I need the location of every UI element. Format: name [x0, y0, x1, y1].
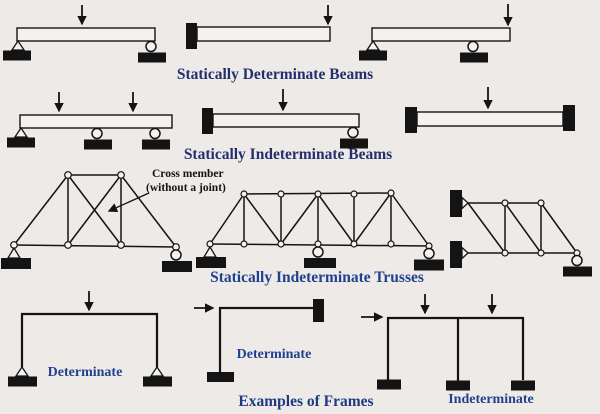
roller-support-icon — [460, 40, 488, 63]
fixed-support-icon — [377, 379, 401, 390]
cross-member-annotation: Cross member (without a joint) — [107, 168, 226, 213]
determinate-beams-title: Statically Determinate Beams — [177, 66, 373, 83]
two-bay-frame-fixed: Indeterminate — [361, 294, 535, 407]
roller-support-icon — [304, 246, 336, 268]
truss-with-cross-member — [1, 171, 192, 272]
pin-support-icon — [3, 39, 31, 61]
wall-mounted-truss — [450, 190, 592, 277]
indeterminate-beams-title: Statically Indeterminate Beams — [184, 146, 392, 163]
pin-support-icon — [359, 39, 387, 61]
fixed-support-icon — [186, 23, 197, 49]
roller-support-icon — [84, 127, 112, 150]
wall-pin-support-icon — [450, 241, 469, 268]
multi-span-truss — [196, 189, 444, 271]
frame-members — [386, 316, 525, 380]
indeterminate-trusses-title: Statically Indeterminate Trusses — [210, 269, 424, 286]
annotation-line2: (without a joint) — [146, 182, 226, 194]
fixed-support-icon — [511, 380, 535, 391]
propped-cantilever-beam — [202, 89, 368, 149]
pin-support-icon — [196, 245, 226, 268]
simply-supported-beam — [3, 5, 166, 63]
frame-right-label: Indeterminate — [448, 392, 534, 407]
fixed-support-icon — [207, 372, 234, 382]
portal-frame-pinned: Determinate — [8, 291, 172, 387]
roller-support-icon — [142, 127, 170, 150]
frame-middle-label: Determinate — [237, 347, 312, 362]
fixed-support-icon — [405, 107, 417, 133]
roller-support-icon — [340, 126, 368, 149]
pin-support-icon — [7, 126, 35, 148]
roller-support-icon — [563, 254, 592, 277]
pin-support-icon — [8, 365, 37, 387]
frame-members — [218, 306, 315, 374]
roller-support-icon — [414, 247, 444, 271]
continuous-beam — [7, 92, 173, 150]
cross-member — [67, 174, 122, 246]
frames-title: Examples of Frames — [238, 393, 373, 410]
fixed-support-icon — [446, 380, 470, 391]
roller-support-icon — [162, 249, 192, 272]
overhanging-beam — [359, 4, 513, 63]
frame-members — [20, 312, 159, 367]
pin-support-icon — [143, 365, 172, 387]
beam-body — [371, 27, 511, 42]
beam-body — [196, 26, 331, 42]
cantilever-beam — [186, 5, 333, 49]
beam-body — [416, 111, 564, 127]
beam-body — [19, 114, 173, 129]
frame-left-label: Determinate — [48, 365, 123, 380]
fixed-support-icon — [563, 105, 575, 131]
beam-body — [212, 113, 360, 128]
roller-support-icon — [138, 40, 166, 63]
pin-support-icon — [1, 246, 31, 269]
beam-body — [16, 27, 156, 42]
fixed-support-icon — [313, 299, 324, 322]
wall-pin-support-icon — [450, 190, 469, 217]
annotation-leader-arrow — [107, 192, 150, 213]
fixed-fixed-beam — [405, 87, 575, 133]
annotation-line1: Cross member — [152, 168, 224, 180]
l-frame-fixed: Determinate — [194, 299, 324, 382]
fixed-support-icon — [202, 108, 213, 134]
